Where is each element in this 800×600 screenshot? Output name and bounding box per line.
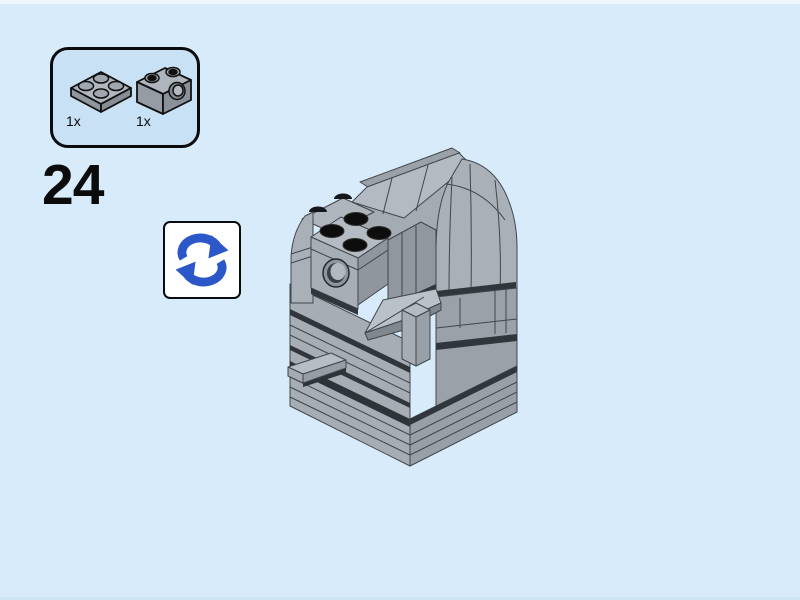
model-base-right bbox=[409, 365, 518, 467]
model-roof bbox=[351, 147, 471, 219]
parts-callout: 1x 1x bbox=[50, 47, 200, 148]
rotate-model-icon bbox=[175, 233, 229, 287]
model-shoulder-slope bbox=[290, 211, 314, 304]
technic-brick-1x2-icon bbox=[136, 66, 192, 115]
rotate-indicator bbox=[163, 221, 241, 299]
new-part-studs bbox=[319, 212, 392, 252]
part-count-label: 1x bbox=[136, 113, 151, 129]
page-top-edge bbox=[0, 0, 800, 4]
model-head-block bbox=[310, 212, 392, 315]
page-bottom-edge bbox=[0, 597, 800, 600]
model-step-ledge bbox=[287, 352, 347, 387]
step-number: 24 bbox=[42, 153, 104, 217]
technic-pin-hole bbox=[322, 258, 350, 288]
model-corner-column bbox=[401, 302, 431, 367]
lego-model-render bbox=[287, 147, 518, 467]
model-curved-tower bbox=[435, 158, 518, 408]
plate-2x2-icon bbox=[70, 71, 132, 113]
part-count-label: 1x bbox=[66, 113, 81, 129]
